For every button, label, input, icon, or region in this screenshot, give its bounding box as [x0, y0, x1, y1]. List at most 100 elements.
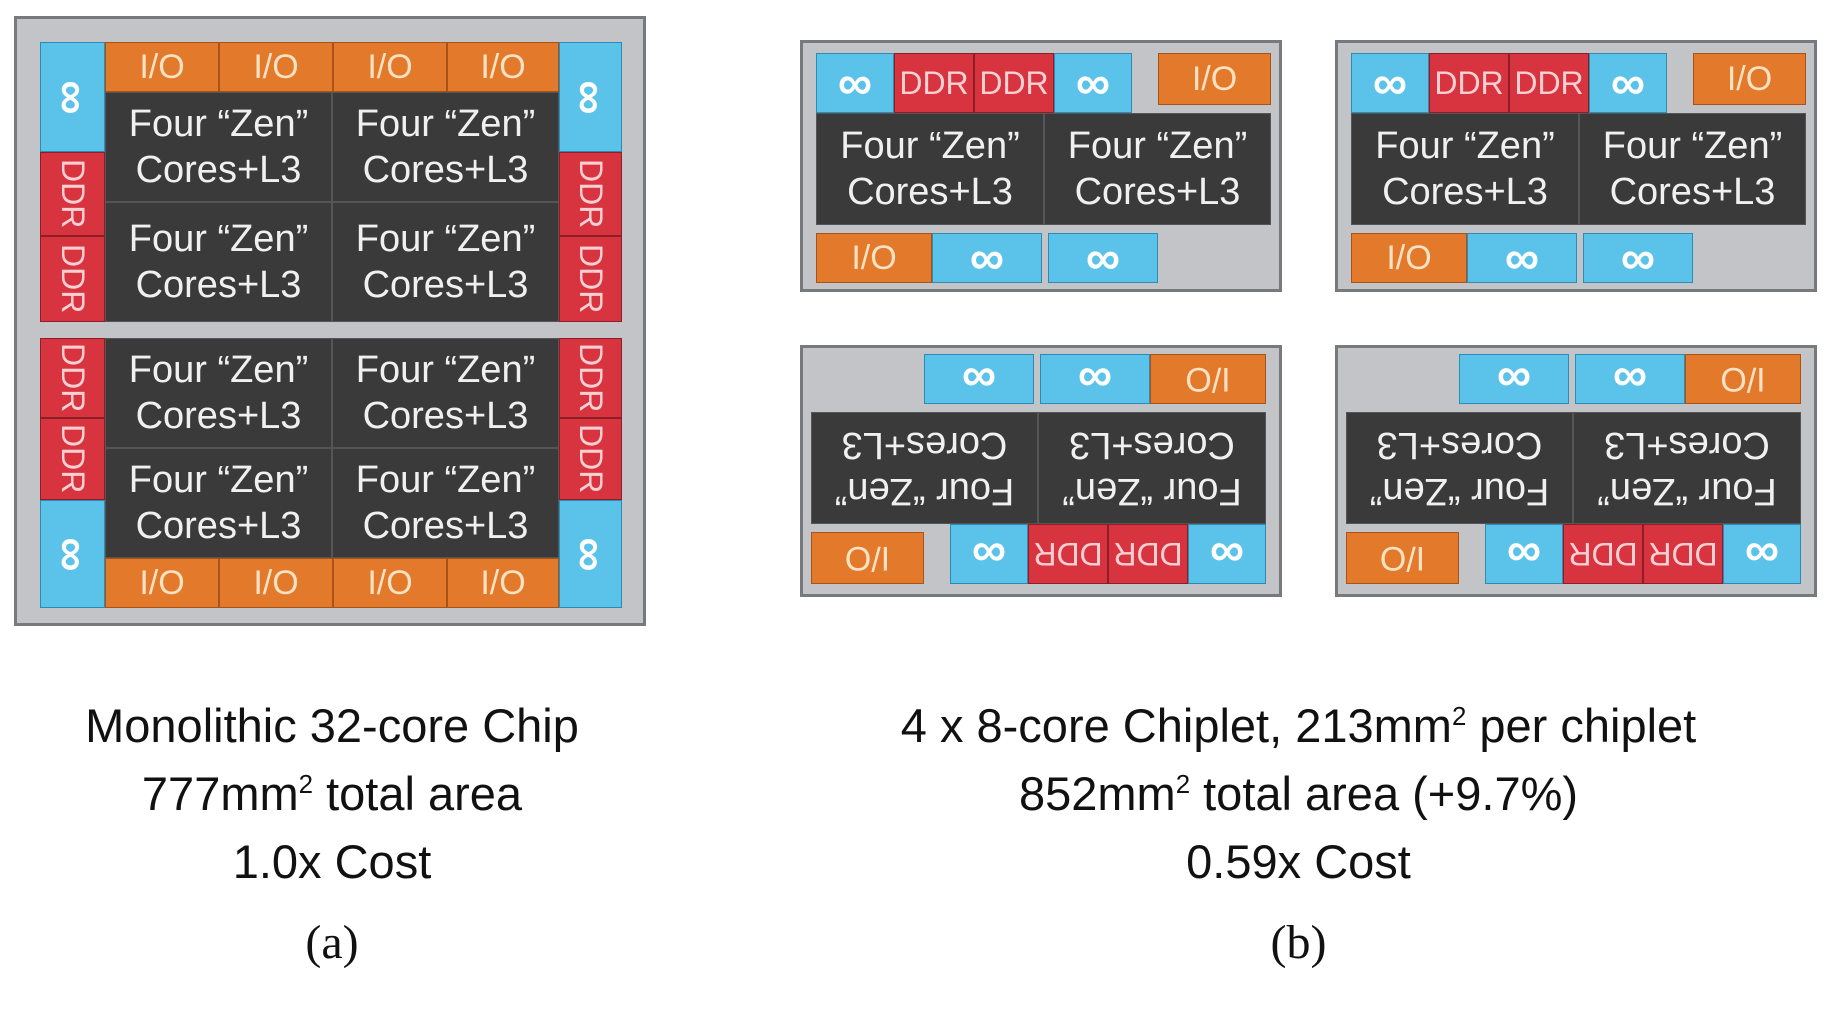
core-line1: Four “Zen” [355, 102, 536, 145]
chiplet-top-left: ∞ DDR DDR ∞ I/O Four “Zen”Cores+L3 Four … [800, 40, 1282, 292]
core-line1: Four “Zen” [128, 348, 309, 391]
zen-core-block: Four “Zen”Cores+L3 [1346, 412, 1573, 524]
core-line1: Four “Zen” [355, 458, 536, 501]
ddr-block: DDR [1563, 524, 1643, 584]
infinity-fabric-block: ∞ [40, 500, 105, 608]
ddr-label: DDR [573, 424, 609, 494]
core-line2: Cores+L3 [1604, 424, 1770, 466]
infinity-icon: ∞ [1744, 527, 1780, 581]
chiplet-bottom-left: ∞ DDR DDR ∞ I/O Four “Zen”Cores+L3 Four … [800, 345, 1282, 597]
caption-b-line3: 0.59x Cost [1186, 835, 1411, 888]
ddr-block: DDR [1509, 53, 1589, 113]
infinity-fabric-block: ∞ [40, 42, 105, 152]
ddr-block: DDR [1429, 53, 1509, 113]
label-b: (b) [1270, 916, 1327, 969]
core-line2: Cores+L3 [135, 264, 302, 306]
zen-core-block: Four “Zen”Cores+L3 [105, 338, 332, 448]
io-block: I/O [1693, 53, 1806, 105]
zen-core-block: Four “Zen”Cores+L3 [816, 113, 1044, 225]
infinity-icon: ∞ [1075, 56, 1111, 110]
caption-a-line2: 777mm2 total area [141, 767, 523, 820]
infinity-fabric-block: ∞ [1054, 53, 1132, 113]
ddr-block: DDR [40, 338, 105, 418]
infinity-fabric-block: ∞ [1188, 524, 1266, 584]
core-line1: Four “Zen” [1602, 124, 1783, 167]
io-block: I/O [219, 42, 333, 92]
infinity-fabric-block: ∞ [559, 500, 622, 608]
io-block: I/O [816, 233, 932, 283]
io-block: I/O [1351, 233, 1467, 283]
ddr-block: DDR [40, 418, 105, 500]
core-line1: Four “Zen” [1067, 124, 1248, 167]
zen-core-block: Four “Zen”Cores+L3 [811, 412, 1038, 524]
ddr-block: DDR [1028, 524, 1108, 584]
core-line2: Cores+L3 [841, 424, 1008, 466]
label-a: (a) [305, 916, 359, 969]
core-line1: Four “Zen” [128, 217, 309, 260]
infinity-icon: ∞ [1085, 231, 1121, 285]
ddr-label: DDR [55, 159, 91, 229]
caption-a-line1: Monolithic 32-core Chip [85, 699, 579, 752]
infinity-fabric-block: ∞ [1485, 524, 1563, 584]
infinity-fabric-block: ∞ [924, 352, 1034, 406]
infinity-icon: ∞ [961, 352, 997, 406]
zen-core-block: Four “Zen”Cores+L3 [332, 202, 559, 322]
infinity-fabric-block: ∞ [1589, 53, 1667, 113]
ddr-label: DDR [573, 244, 609, 314]
core-line1: Four “Zen” [128, 458, 309, 501]
infinity-icon: ∞ [1077, 352, 1113, 406]
infinity-icon: ∞ [837, 56, 873, 110]
io-block: I/O [1685, 354, 1801, 404]
ddr-block: DDR [559, 236, 622, 322]
ddr-block: DDR [559, 418, 622, 500]
io-block: I/O [333, 558, 447, 608]
infinity-icon: ∞ [564, 536, 617, 572]
io-block: I/O [219, 558, 333, 608]
ddr-label: DDR [573, 343, 609, 413]
core-line1: Four “Zen” [1375, 124, 1555, 167]
ddr-block: DDR [1108, 524, 1188, 584]
ddr-block: DDR [559, 338, 622, 418]
io-block: I/O [1150, 354, 1266, 404]
infinity-icon: ∞ [46, 536, 99, 572]
zen-core-block: Four “Zen”Cores+L3 [332, 92, 559, 202]
infinity-icon: ∞ [1504, 231, 1540, 285]
ddr-label: DDR [55, 424, 91, 494]
zen-core-block: Four “Zen”Cores+L3 [105, 448, 332, 558]
core-line2: Cores+L3 [1069, 424, 1235, 466]
chiplet-bottom-right: ∞ DDR DDR ∞ I/O Four “Zen”Cores+L3 Four … [1335, 345, 1817, 597]
io-block: I/O [105, 558, 219, 608]
caption-b: 4 x 8-core Chiplet, 213mm2 per chiplet 8… [760, 692, 1837, 896]
core-line1: Four “Zen” [840, 124, 1020, 167]
io-block: I/O [1346, 532, 1459, 584]
core-line1: Four “Zen” [355, 348, 536, 391]
infinity-fabric-block: ∞ [1351, 53, 1429, 113]
caption-b-line2: 852mm2 total area (+9.7%) [1018, 767, 1579, 820]
core-line2: Cores+L3 [1609, 171, 1776, 213]
infinity-fabric-block: ∞ [816, 53, 894, 113]
infinity-icon: ∞ [1620, 231, 1656, 285]
zen-core-block: Four “Zen”Cores+L3 [105, 202, 332, 322]
infinity-fabric-block: ∞ [559, 42, 622, 152]
io-block: I/O [447, 42, 559, 92]
io-block: I/O [333, 42, 447, 92]
infinity-icon: ∞ [46, 79, 99, 115]
core-line1: Four “Zen” [1062, 470, 1242, 513]
zen-core-block: Four “Zen”Cores+L3 [332, 338, 559, 448]
core-line1: Four “Zen” [834, 470, 1015, 513]
ddr-label: DDR [55, 343, 91, 413]
infinity-icon: ∞ [564, 79, 617, 115]
infinity-icon: ∞ [1372, 56, 1408, 110]
io-block: I/O [811, 532, 924, 584]
core-line2: Cores+L3 [1074, 171, 1241, 213]
infinity-fabric-block: ∞ [1575, 353, 1685, 406]
infinity-fabric-block: ∞ [1467, 231, 1577, 285]
core-line1: Four “Zen” [128, 102, 309, 145]
infinity-icon: ∞ [969, 231, 1005, 285]
zen-core-block: Four “Zen”Cores+L3 [1038, 412, 1266, 524]
infinity-fabric-block: ∞ [932, 231, 1042, 285]
chiplet-top-right: ∞ DDR DDR ∞ I/O Four “Zen”Cores+L3 Four … [1335, 40, 1817, 292]
ddr-block: DDR [974, 53, 1054, 113]
core-line1: Four “Zen” [355, 217, 536, 260]
zen-core-block: Four “Zen”Cores+L3 [332, 448, 559, 558]
